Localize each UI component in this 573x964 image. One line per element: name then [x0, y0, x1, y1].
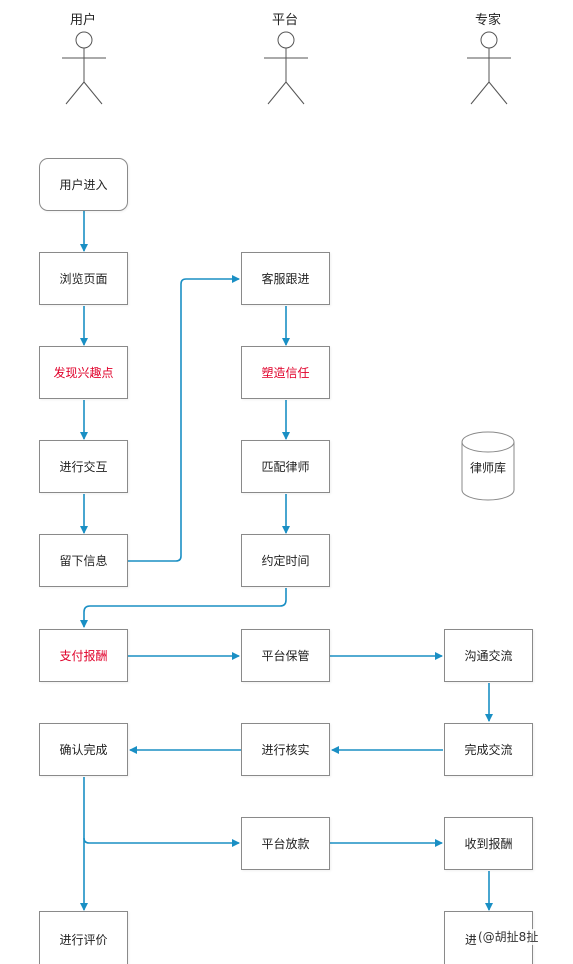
actor-figure-user — [62, 31, 106, 105]
node-interact: 进行交互 — [39, 440, 128, 493]
database-label: 律师库 — [469, 461, 506, 475]
database-cylinder — [461, 431, 515, 501]
node-receive-pay: 收到报酬 — [444, 817, 533, 870]
actor-label-platform: 平台 — [271, 13, 298, 28]
actor-figure-expert — [467, 31, 511, 105]
node-service-followup: 客服跟进 — [241, 252, 330, 305]
node-confirm-done: 确认完成 — [39, 723, 128, 776]
actor-label-expert: 专家 — [474, 13, 501, 28]
node-finish-communicate: 完成交流 — [444, 723, 533, 776]
node-communicate: 沟通交流 — [444, 629, 533, 682]
node-review: 进行评价 — [39, 911, 128, 964]
node-schedule-time: 约定时间 — [241, 534, 330, 587]
node-verify: 进行核实 — [241, 723, 330, 776]
node-match-lawyer: 匹配律师 — [241, 440, 330, 493]
actor-label-user: 用户 — [69, 13, 96, 28]
node-platform-release: 平台放款 — [241, 817, 330, 870]
arrow-confirm-to-release — [83, 777, 240, 847]
node-find-interest: 发现兴趣点 — [39, 346, 128, 399]
node-platform-custody: 平台保管 — [241, 629, 330, 682]
arrow-leaveinfo-to-service — [128, 275, 240, 562]
arrow-schedule-to-pay — [80, 588, 287, 628]
flow-arrows — [80, 211, 493, 911]
watermark-text: (@胡扯8扯 — [476, 929, 541, 945]
node-build-trust: 塑造信任 — [241, 346, 330, 399]
node-user-enter: 用户进入 — [39, 158, 128, 211]
actor-figure-platform — [264, 31, 308, 105]
node-leave-info: 留下信息 — [39, 534, 128, 587]
node-pay: 支付报酬 — [39, 629, 128, 682]
node-browse-page: 浏览页面 — [39, 252, 128, 305]
